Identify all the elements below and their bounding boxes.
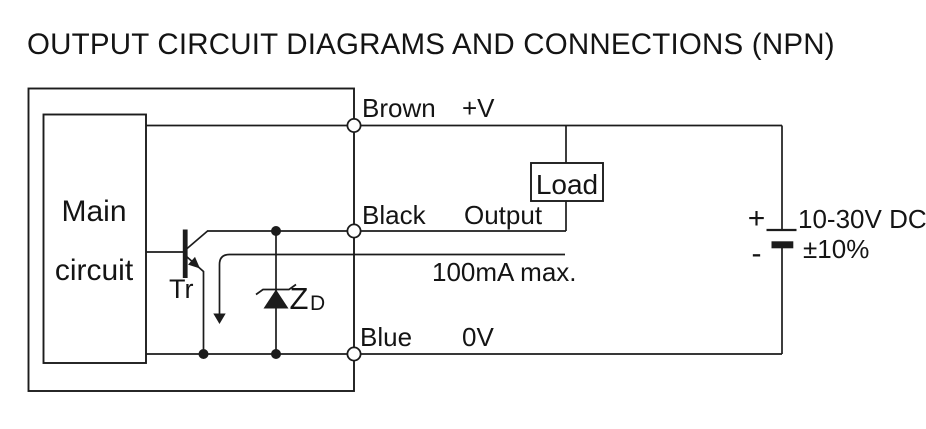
- brown-signal-label: +V: [462, 93, 495, 123]
- zener-diode-triangle: [263, 289, 289, 309]
- battery-plus-label: +: [748, 202, 766, 235]
- emitter-wire: [185, 255, 205, 354]
- black-wire-label: Black: [362, 200, 427, 230]
- junction-dot: [271, 226, 281, 236]
- battery-minus-label: -: [752, 237, 762, 270]
- terminal-brown: [346, 118, 362, 134]
- zener-label: Z: [290, 281, 309, 316]
- transistor-label: Tr: [169, 274, 193, 304]
- junction-dot: [198, 349, 209, 359]
- collector-wire: [185, 229, 209, 250]
- zener-label-subscript: D: [310, 292, 325, 315]
- emitter-arrowhead: [188, 256, 200, 269]
- current-flow-arrowhead: [213, 313, 226, 324]
- terminal-blue: [346, 346, 362, 362]
- supply-voltage-label: 10-30V DC: [798, 204, 926, 234]
- main-circuit-label-line2: circuit: [55, 254, 134, 287]
- load-label: Load: [536, 169, 598, 200]
- terminal-black: [346, 223, 362, 239]
- blue-signal-label: 0V: [462, 322, 494, 352]
- current-flow-line: [218, 253, 565, 314]
- brown-wire-label: Brown: [362, 93, 436, 123]
- supply-tolerance-label: ±10%: [803, 234, 869, 264]
- main-circuit-label-line1: Main: [61, 195, 126, 228]
- transistor-bar: [182, 229, 188, 278]
- zener-diode-cathode-bar: [255, 283, 297, 296]
- main-circuit-box: [42, 113, 147, 364]
- junction-dot: [271, 349, 281, 359]
- sensor-enclosure-box: [27, 87, 355, 392]
- current-note-label: 100mA max.: [432, 257, 577, 287]
- blue-wire-label: Blue: [360, 322, 412, 352]
- black-signal-label: Output: [464, 200, 543, 230]
- load-box: [530, 162, 604, 202]
- battery-negative-plate: [771, 241, 794, 249]
- diagram-title: OUTPUT CIRCUIT DIAGRAMS AND CONNECTIONS …: [27, 28, 835, 61]
